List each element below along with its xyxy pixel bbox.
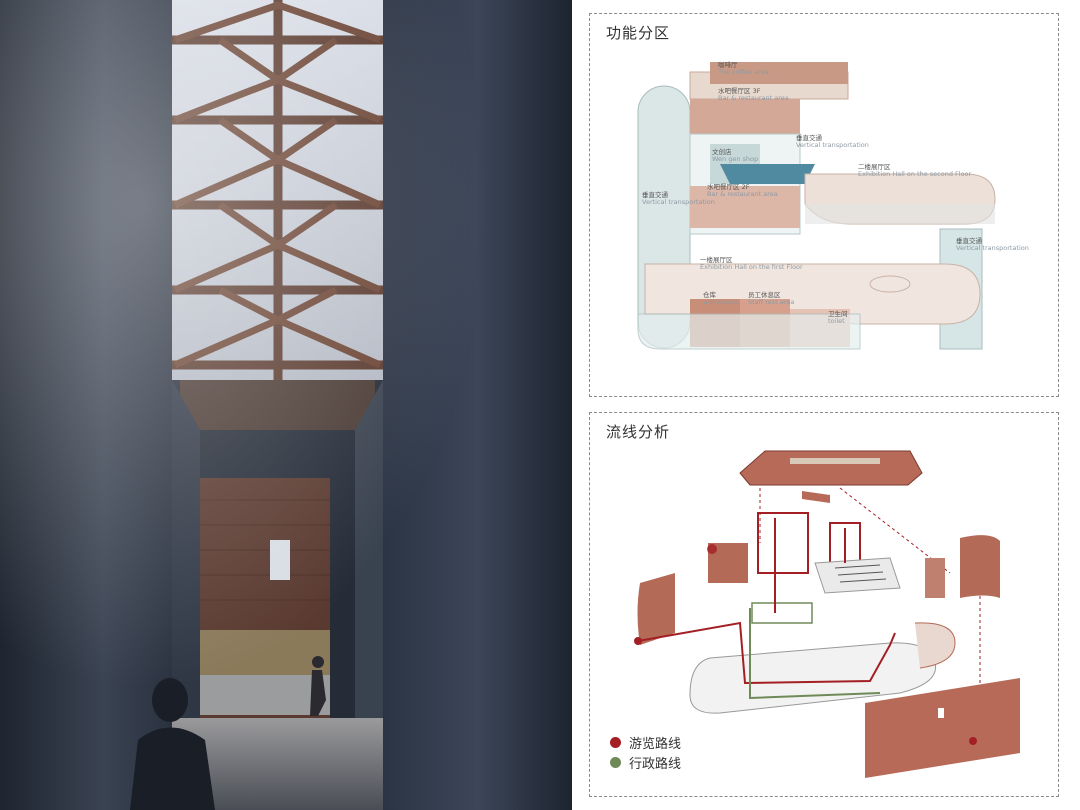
flow-title: 流线分析 <box>606 423 671 441</box>
bar-3f-block <box>690 99 800 134</box>
legend-label-tour: 游览路线 <box>629 737 682 752</box>
admin-route-path <box>749 608 881 700</box>
zoning-title: 功能分区 <box>606 24 671 42</box>
atrium-render-image <box>0 0 572 810</box>
coffee-area-block <box>710 62 848 84</box>
roof-piece <box>739 450 923 486</box>
curved-wall-right <box>960 535 1000 598</box>
legend-swatch-admin <box>610 757 621 768</box>
brick-wall-large <box>865 678 1020 778</box>
legend-tour-route: 游览路线 <box>610 733 681 752</box>
tour-route-path <box>637 518 896 685</box>
interior-rendering <box>0 0 572 810</box>
legend-label-admin: 行政路线 <box>629 757 682 772</box>
flow-exploded-diagram <box>634 450 1020 778</box>
flow-panel: 流线分析 <box>589 412 1059 797</box>
legend-admin-route: 行政路线 <box>610 753 681 772</box>
zoning-axonometric-diagram <box>637 62 996 350</box>
bar-2f-block <box>690 186 800 228</box>
atrium-void <box>720 164 815 184</box>
curved-wall-left <box>637 573 675 645</box>
legend-swatch-tour <box>610 737 621 748</box>
